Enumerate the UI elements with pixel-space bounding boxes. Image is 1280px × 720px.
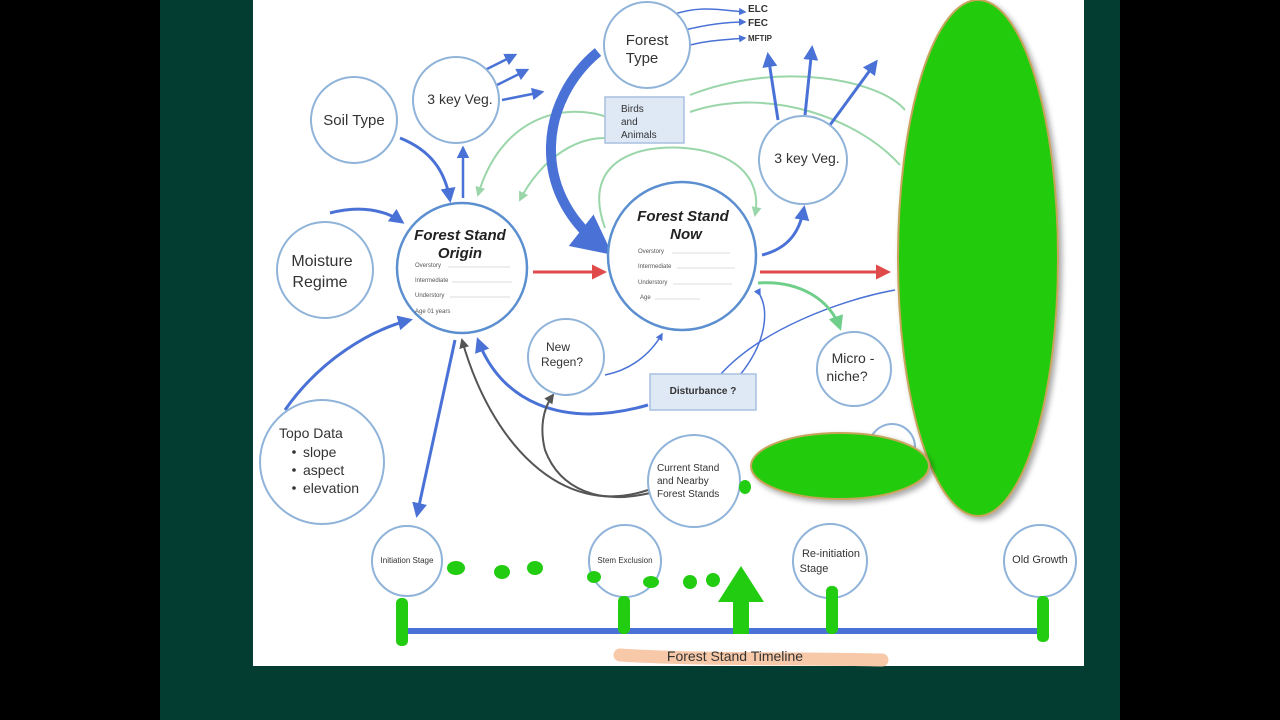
topo-item-aspect: aspect xyxy=(303,462,344,478)
origin-field-intermediate: Intermediate xyxy=(415,278,449,284)
now-field-intermediate: Intermediate xyxy=(638,264,672,270)
now-field-age: Age xyxy=(640,295,651,301)
key-veg-right-label: 3 key Veg. xyxy=(774,150,839,166)
ink-dot xyxy=(447,561,465,575)
node-topo-data: Topo Data slope aspect elevation xyxy=(259,399,385,525)
ink-dot xyxy=(527,561,543,575)
node-moisture-regime: Moisture Regime xyxy=(276,221,374,319)
timeline-title-highlight xyxy=(613,648,889,667)
ink-annotations xyxy=(396,0,1059,646)
now-field-understory: Understory xyxy=(638,280,667,286)
ink-dot xyxy=(643,576,659,588)
ink-tick xyxy=(1037,596,1049,642)
influence-arrows xyxy=(283,7,896,518)
moisture-label-2: Regime xyxy=(292,274,347,291)
timeline-title: Forest Stand Timeline xyxy=(667,648,803,664)
ink-ellipse-large xyxy=(897,0,1059,517)
soil-type-label: Soil Type xyxy=(323,112,384,129)
ink-dot xyxy=(683,575,697,589)
node-key-veg-left: 3 key Veg. xyxy=(412,56,500,144)
topo-title: Topo Data xyxy=(279,425,343,441)
now-field-overstory: Overstory xyxy=(638,249,664,255)
birds-label-3: Animals xyxy=(621,130,657,141)
mftip-label: MFTIP xyxy=(748,34,773,43)
forest-type-label-1: Forest xyxy=(626,32,669,49)
elc-label: ELC xyxy=(748,4,768,15)
node-forest-stand-now: Forest Stand Now Overstory Intermediate … xyxy=(606,180,758,332)
origin-field-understory: Understory xyxy=(415,293,444,299)
node-new-regen: New Regen? xyxy=(527,318,605,396)
ink-dot xyxy=(739,480,751,494)
ink-tick xyxy=(826,586,838,634)
birds-label-2: and xyxy=(621,117,638,128)
node-forest-type: Forest Type xyxy=(603,1,691,89)
ink-dot xyxy=(587,571,601,583)
new-regen-label-1: New xyxy=(546,340,570,354)
node-birds-animals: Birds and Animals xyxy=(604,96,685,144)
stage-reinitiation: Re-initiation Stage xyxy=(792,523,868,599)
current-stand-label-1: Current Stand xyxy=(657,463,719,474)
micro-niche-arrow xyxy=(757,281,844,331)
stage-initiation: Initiation Stage xyxy=(371,525,443,597)
timeline: Initiation Stage Stem Exclusion Re-initi… xyxy=(371,523,1077,667)
topo-item-elevation: elevation xyxy=(303,480,359,496)
moisture-label-1: Moisture xyxy=(291,253,352,270)
stage-initiation-label: Initiation Stage xyxy=(381,556,434,565)
current-stand-label-3: Forest Stands xyxy=(657,489,719,500)
key-veg-left-label: 3 key Veg. xyxy=(427,91,492,107)
ink-arrow-up xyxy=(718,566,764,634)
node-current-stand: Current Stand and Nearby Forest Stands xyxy=(647,434,741,528)
current-stand-label-2: and Nearby xyxy=(657,476,709,487)
feedback-arrows xyxy=(475,75,906,229)
stage-reinit-label-2: Stage xyxy=(800,563,829,575)
new-regen-label-2: Regen? xyxy=(541,355,583,369)
stage-stem-exclusion-label: Stem Exclusion xyxy=(597,556,652,565)
stage-old-growth-label: Old Growth xyxy=(1012,554,1068,566)
birds-label-1: Birds xyxy=(621,104,644,115)
ink-dot xyxy=(494,565,510,579)
ink-tick xyxy=(618,596,630,634)
current-stand-arrows xyxy=(459,338,651,498)
disturbance-label: Disturbance ? xyxy=(670,386,737,397)
forest-type-label-2: Type xyxy=(626,50,659,67)
fec-label: FEC xyxy=(748,18,768,29)
node-soil-type: Soil Type xyxy=(310,76,398,164)
stage-reinit-label-1: Re-initiation xyxy=(802,548,860,560)
origin-field-overstory: Overstory xyxy=(415,263,441,269)
origin-label-2: Origin xyxy=(438,245,482,262)
origin-field-age: Age 01 years xyxy=(415,309,450,315)
ink-tick xyxy=(396,598,408,646)
node-key-veg-right: 3 key Veg. xyxy=(758,115,848,205)
now-label-1: Forest Stand xyxy=(637,208,730,225)
micro-niche-label-2: niche? xyxy=(826,368,867,384)
node-micro-niche: Micro - niche? xyxy=(816,331,892,407)
topo-item-slope: slope xyxy=(303,444,337,460)
ink-ellipse-small xyxy=(750,432,930,500)
ink-dot xyxy=(706,573,720,587)
origin-label-1: Forest Stand xyxy=(414,227,507,244)
stage-old-growth: Old Growth xyxy=(1003,524,1077,598)
now-label-2: Now xyxy=(670,226,703,243)
micro-niche-label-1: Micro - xyxy=(832,350,875,366)
node-forest-stand-origin: Forest Stand Origin Overstory Intermedia… xyxy=(395,201,529,335)
node-disturbance: Disturbance ? xyxy=(649,373,757,411)
